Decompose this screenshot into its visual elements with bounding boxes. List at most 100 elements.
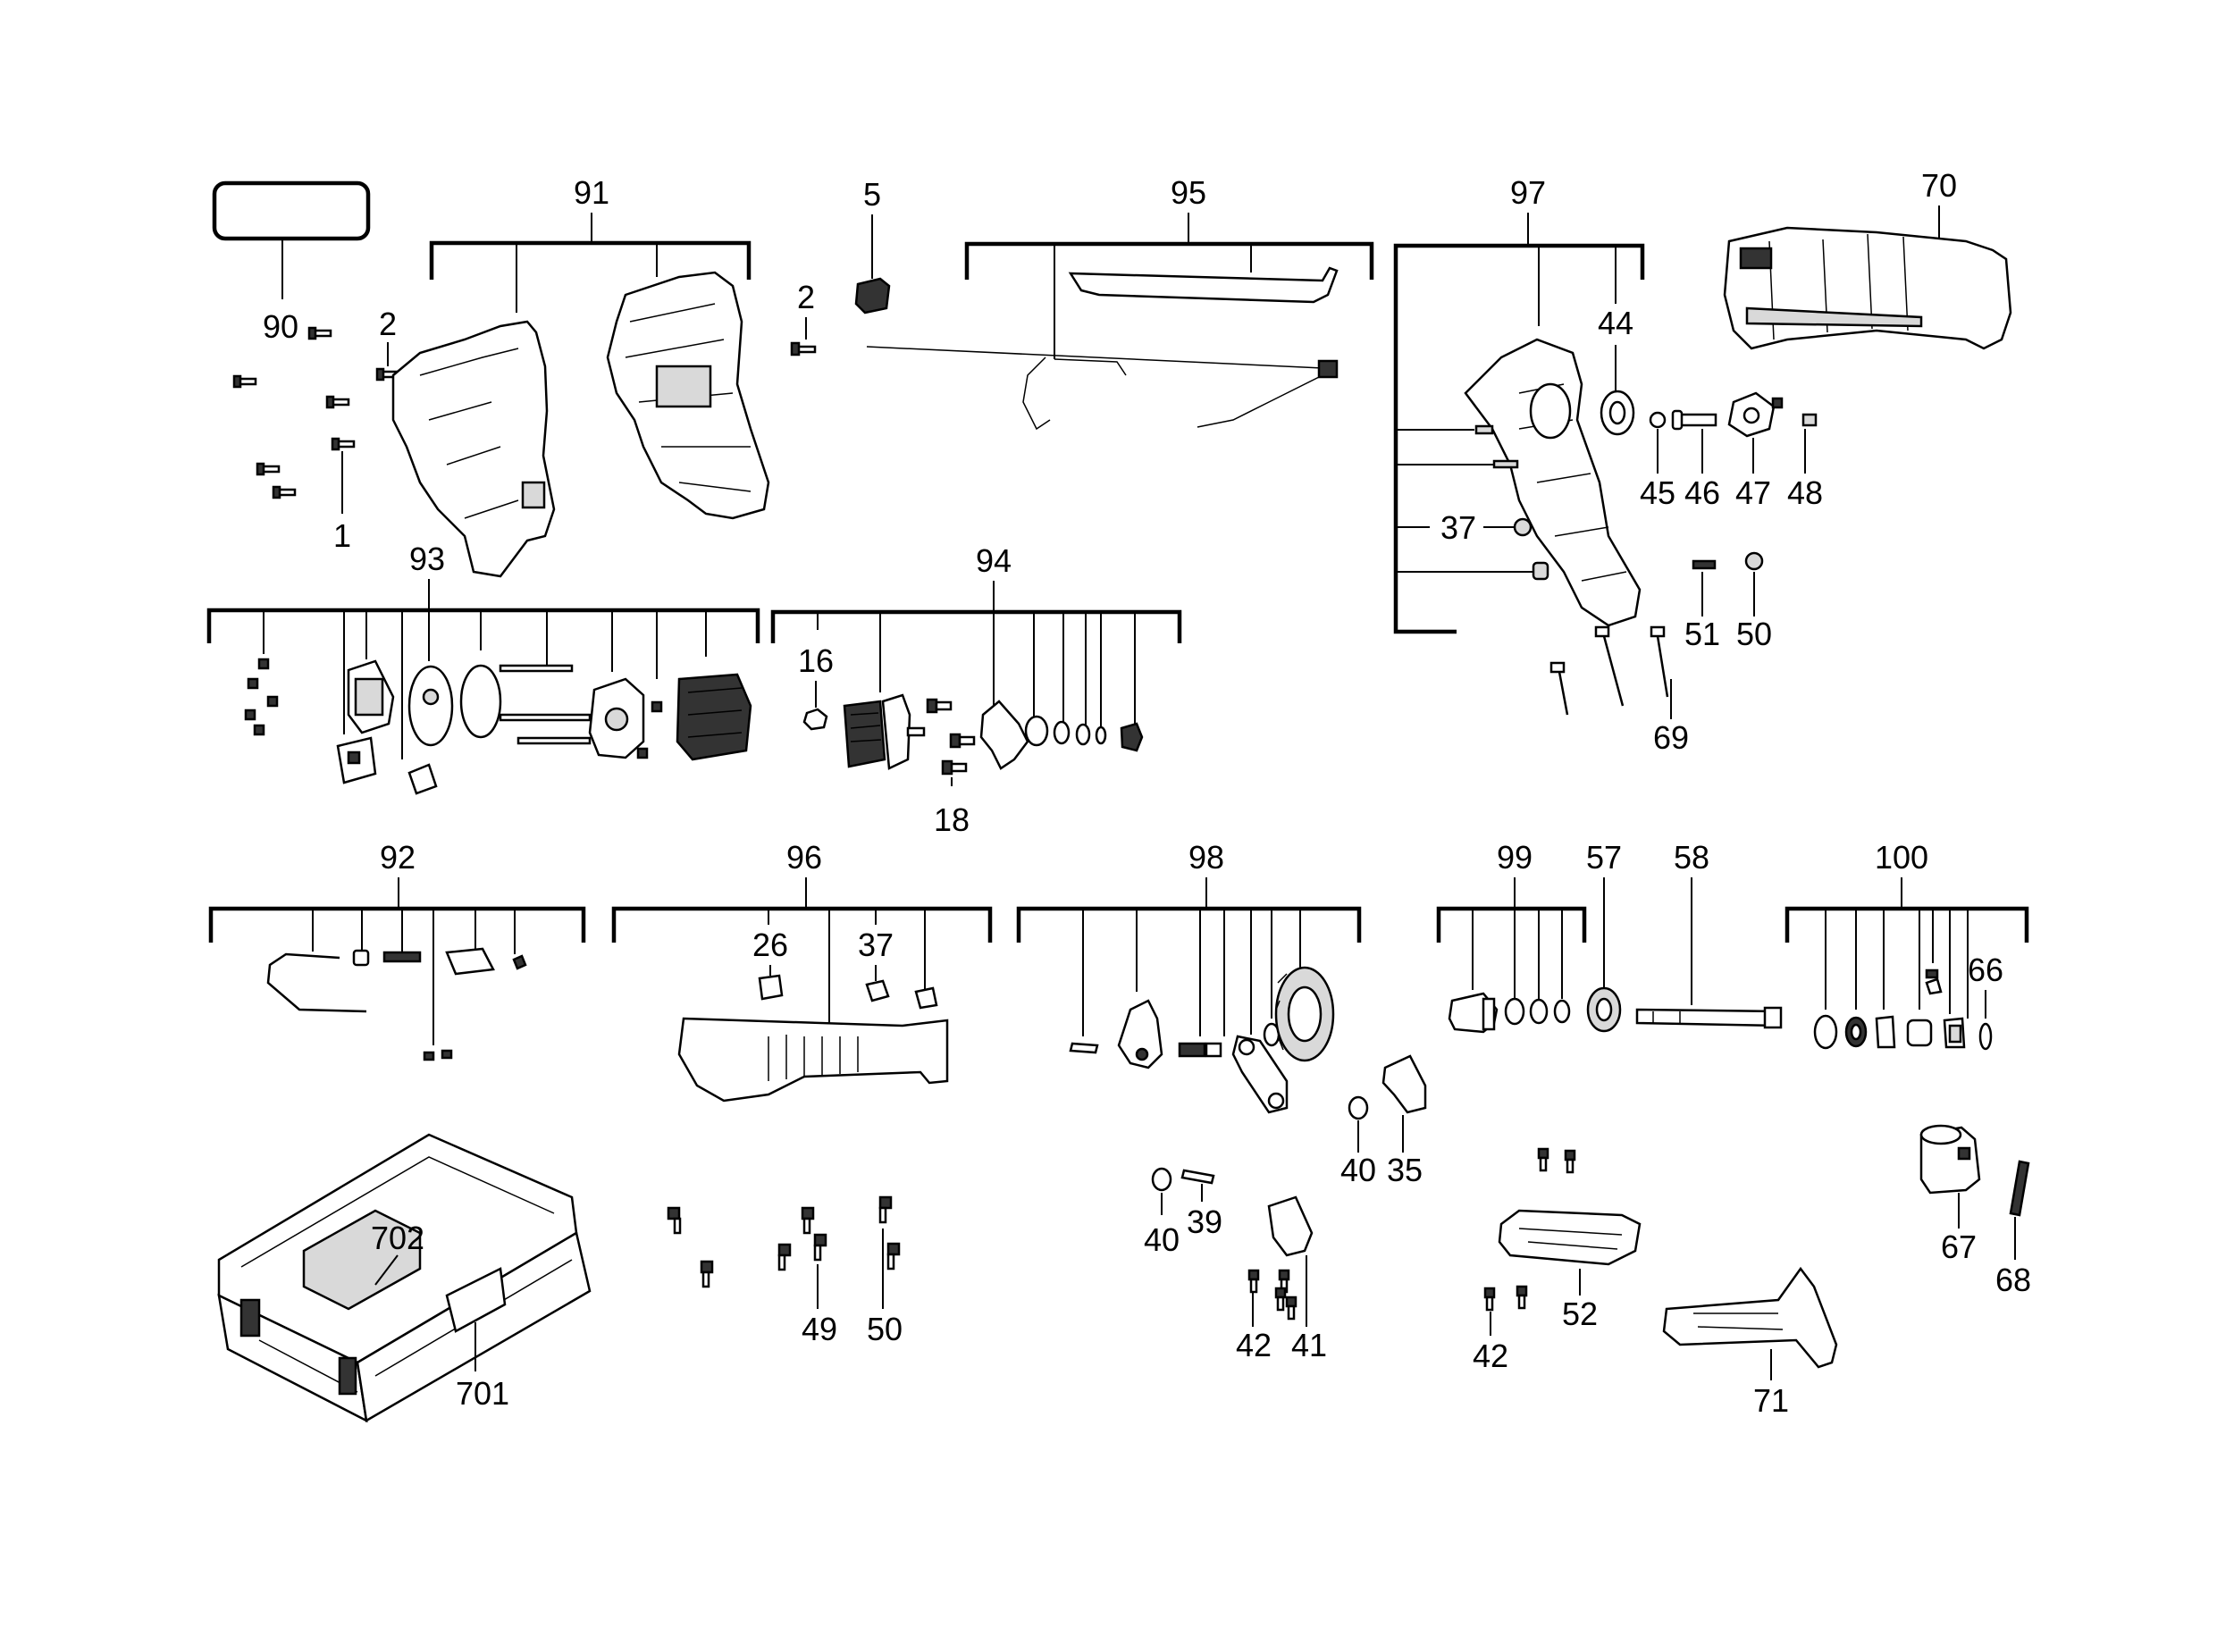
callout-66: 66 — [1968, 952, 2003, 988]
ring-66 — [1978, 1022, 1993, 1051]
callout-67: 67 — [1941, 1229, 1977, 1265]
callout-68: 68 — [1995, 1262, 2031, 1298]
group-99: 99 — [1436, 839, 1587, 1034]
long-rod-1 — [499, 664, 574, 673]
baffle-plate — [979, 700, 1029, 770]
part-57-58: 57 58 — [1586, 839, 1783, 1033]
callout-49: 49 — [802, 1311, 837, 1347]
long-rod-2 — [499, 713, 592, 722]
callout-97: 97 — [1510, 174, 1546, 211]
group-96-grip: 96 26 37 49 50 — [611, 839, 993, 1347]
roller-40-lower — [1151, 1167, 1172, 1192]
needle-bearing — [1178, 1042, 1206, 1058]
shoe-71 — [1662, 1266, 1838, 1369]
group-95-wiring: 95 — [866, 174, 1374, 431]
callout-96: 96 — [786, 839, 822, 876]
sleeve-92 — [445, 947, 495, 976]
screws-52 — [1537, 1147, 1576, 1174]
callout-37-center: 37 — [858, 927, 894, 963]
callout-71: 71 — [1753, 1382, 1789, 1419]
washer-45 — [1649, 411, 1667, 429]
armature — [843, 700, 886, 768]
grip-cover — [677, 1017, 949, 1103]
callout-5: 5 — [863, 176, 881, 213]
callout-40-right: 40 — [1340, 1152, 1376, 1188]
guide-35 — [1381, 1054, 1427, 1114]
callout-47: 47 — [1735, 474, 1771, 511]
screws-1 — [232, 326, 400, 499]
field-stator — [676, 673, 752, 761]
screws-93 — [244, 658, 279, 736]
callout-50-bottom: 50 — [867, 1311, 903, 1347]
part-2-5: 2 5 — [790, 176, 891, 356]
spring-51 — [1692, 559, 1717, 570]
callout-98: 98 — [1188, 839, 1224, 876]
group-92-lock: 92 — [208, 839, 586, 1061]
spring-68 — [2009, 1160, 2030, 1217]
spring-92 — [382, 951, 422, 963]
group-100: 100 66 67 68 — [1785, 839, 2031, 1298]
trigger-plate — [407, 665, 454, 747]
callout-58: 58 — [1674, 839, 1709, 876]
callout-51: 51 — [1684, 616, 1720, 652]
screws-42-right — [1483, 1285, 1528, 1312]
group-93-electronics: 93 — [206, 541, 760, 795]
label-box-90 — [212, 180, 371, 241]
callout-46: 46 — [1684, 474, 1720, 511]
callout-16: 16 — [798, 642, 834, 679]
cam-plate — [1117, 999, 1163, 1069]
callout-90: 90 — [263, 308, 298, 345]
plug-26 — [758, 974, 784, 1001]
group-98-gear: 98 35 40 40 39 41 — [1016, 839, 1427, 1363]
callout-93: 93 — [409, 541, 445, 577]
plunger-58 — [1635, 1008, 1780, 1027]
callout-41: 41 — [1291, 1327, 1327, 1363]
callout-99: 99 — [1497, 839, 1533, 876]
nut-16 — [802, 708, 828, 731]
group-97-gear-housing: 97 44 37 45 46 47 48 — [1393, 174, 1823, 756]
callout-91: 91 — [574, 174, 609, 211]
callout-42-right: 42 — [1473, 1338, 1508, 1374]
lock-lever — [266, 952, 367, 1013]
callout-2-center: 2 — [797, 279, 815, 315]
group-90: 90 1 2 — [212, 180, 400, 554]
callout-701: 701 — [456, 1375, 509, 1412]
screws-69 — [1549, 625, 1669, 716]
bearing-94 — [1024, 715, 1049, 747]
wire-harness — [866, 346, 1332, 431]
callout-35: 35 — [1387, 1152, 1423, 1188]
callout-26: 26 — [752, 927, 788, 963]
shoe-bracket-52 — [1498, 1209, 1642, 1266]
callout-702: 702 — [371, 1220, 424, 1256]
callout-95: 95 — [1171, 174, 1206, 211]
callout-69: 69 — [1653, 719, 1689, 756]
callout-100: 100 — [1875, 839, 1928, 876]
carrying-case: 702 701 — [217, 1133, 592, 1423]
pinion — [1120, 722, 1144, 752]
circuit-disc — [459, 664, 502, 739]
callout-48: 48 — [1787, 474, 1823, 511]
screws-49-50 — [667, 1195, 901, 1288]
bracket-rail — [1068, 266, 1339, 304]
group-94-armature: 94 16 18 — [770, 542, 1182, 838]
pin-98 — [1069, 1042, 1099, 1054]
callout-57: 57 — [1586, 839, 1622, 876]
screws-42-left — [1247, 1269, 1297, 1321]
callout-50-top: 50 — [1736, 616, 1772, 652]
part-70-boot: 70 — [1723, 167, 2012, 350]
fan — [881, 693, 911, 770]
callout-42-left: 42 — [1236, 1327, 1272, 1363]
pin-46 — [1678, 413, 1717, 427]
callout-94: 94 — [976, 542, 1012, 579]
callout-92: 92 — [380, 839, 416, 876]
housing-half-left — [391, 320, 556, 578]
callout-40-left: 40 — [1144, 1221, 1180, 1258]
callout-1: 1 — [333, 517, 351, 554]
callout-39: 39 — [1187, 1203, 1222, 1240]
group-91-housing: 91 — [391, 174, 770, 578]
part-52-71: 52 42 71 — [1473, 1147, 1838, 1419]
callout-2-left: 2 — [379, 306, 397, 342]
callout-70: 70 — [1921, 167, 1957, 204]
roller-40-upper — [1348, 1095, 1369, 1120]
